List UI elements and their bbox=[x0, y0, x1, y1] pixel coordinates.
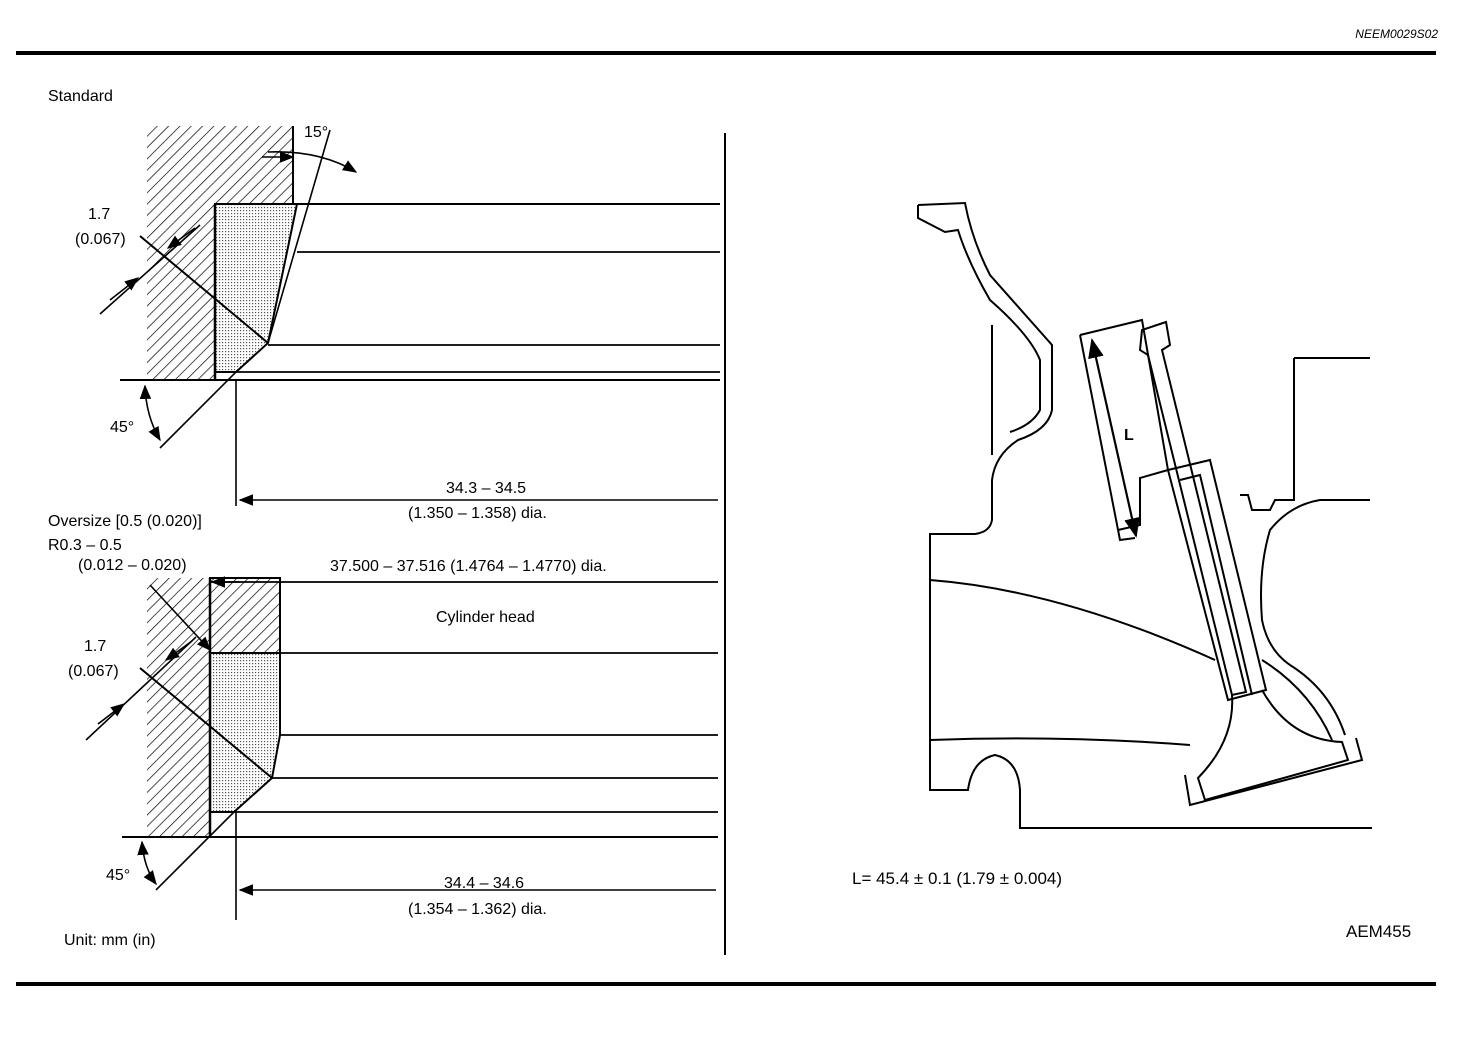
standard-title: Standard bbox=[48, 88, 113, 105]
valve-length-spec: L= 45.4 ± 0.1 (1.79 ± 0.004) bbox=[852, 869, 1062, 888]
standard-dia-mm: 34.3 – 34.5 bbox=[446, 480, 526, 497]
oversize-title: Oversize [0.5 (0.020)] bbox=[48, 513, 202, 530]
standard-angle-top: 15° bbox=[304, 124, 328, 141]
cylinder-head-label: Cylinder head bbox=[436, 609, 535, 626]
oversize-head-hatch bbox=[147, 578, 210, 837]
oversize-insert-hatch bbox=[209, 577, 281, 654]
oversize-radius-mm: R0.3 – 0.5 bbox=[48, 537, 122, 554]
standard-angle-bottom: 45° bbox=[110, 419, 134, 436]
oversize-bore-dia: 37.500 – 37.516 (1.4764 – 1.4770) dia. bbox=[330, 558, 607, 575]
standard-section: Standard 15° 1.7 (0.067) 45° 34.3 – 34. bbox=[48, 88, 720, 522]
oversize-dia-in: (1.354 – 1.362) dia. bbox=[408, 901, 547, 918]
standard-width-mm: 1.7 bbox=[88, 206, 110, 223]
valve-length-label: L bbox=[1124, 427, 1134, 444]
standard-head-hatch bbox=[147, 126, 293, 380]
oversize-angle-bottom: 45° bbox=[106, 867, 130, 884]
standard-width-in: (0.067) bbox=[75, 231, 126, 248]
oversize-seat-dots bbox=[209, 652, 281, 813]
unit-note: Unit: mm (in) bbox=[64, 932, 156, 949]
figure-code: AEM455 bbox=[1346, 922, 1411, 941]
valve-section bbox=[917, 201, 1372, 829]
standard-dia-in: (1.350 – 1.358) dia. bbox=[408, 505, 547, 522]
doc-code: NEEM0029S02 bbox=[1355, 27, 1438, 41]
oversize-radius-in: (0.012 – 0.020) bbox=[78, 557, 187, 574]
oversize-width-in: (0.067) bbox=[68, 663, 119, 680]
oversize-section: Oversize [0.5 (0.020)] R0.3 – 0.5 (0.012… bbox=[48, 513, 718, 920]
oversize-width-mm: 1.7 bbox=[84, 638, 106, 655]
valve-length-dimension bbox=[1088, 338, 1140, 538]
oversize-dia-mm: 34.4 – 34.6 bbox=[444, 875, 524, 892]
